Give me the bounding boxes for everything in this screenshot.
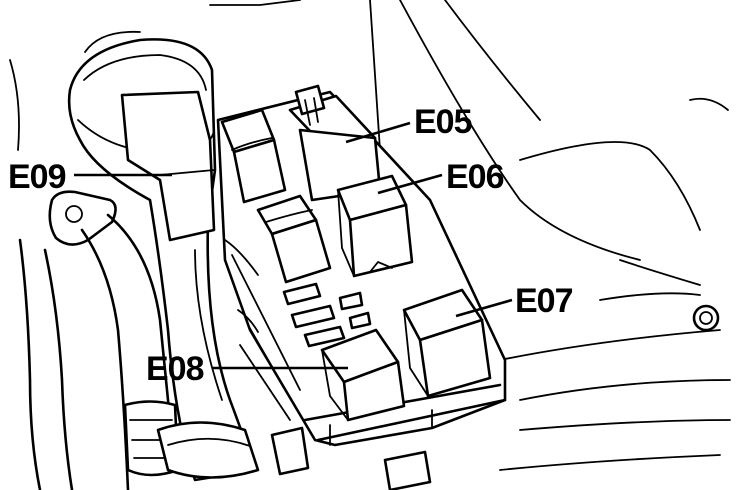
label-e09: E09 (8, 158, 66, 196)
air-intake-pipe (67, 30, 260, 482)
label-e07: E07 (515, 282, 573, 320)
mount-bracket-left (48, 190, 117, 246)
relay-small-mid-left (256, 194, 332, 284)
mount-bolt-right (692, 304, 720, 332)
label-e05: E05 (414, 103, 472, 141)
leader-e06 (377, 173, 443, 195)
label-e08: E08 (146, 350, 204, 388)
leader-e07 (455, 298, 513, 318)
relay-small-top-left (220, 108, 287, 204)
housing-slots (282, 282, 372, 348)
label-e06: E06 (446, 158, 504, 196)
relay-e06 (336, 174, 414, 278)
relay-e07 (402, 288, 492, 398)
leader-lines (74, 121, 513, 370)
callout-labels: E05 E06 E07 E08 E09 (8, 103, 574, 388)
leader-e05 (345, 121, 411, 144)
relay-e05 (288, 84, 382, 202)
